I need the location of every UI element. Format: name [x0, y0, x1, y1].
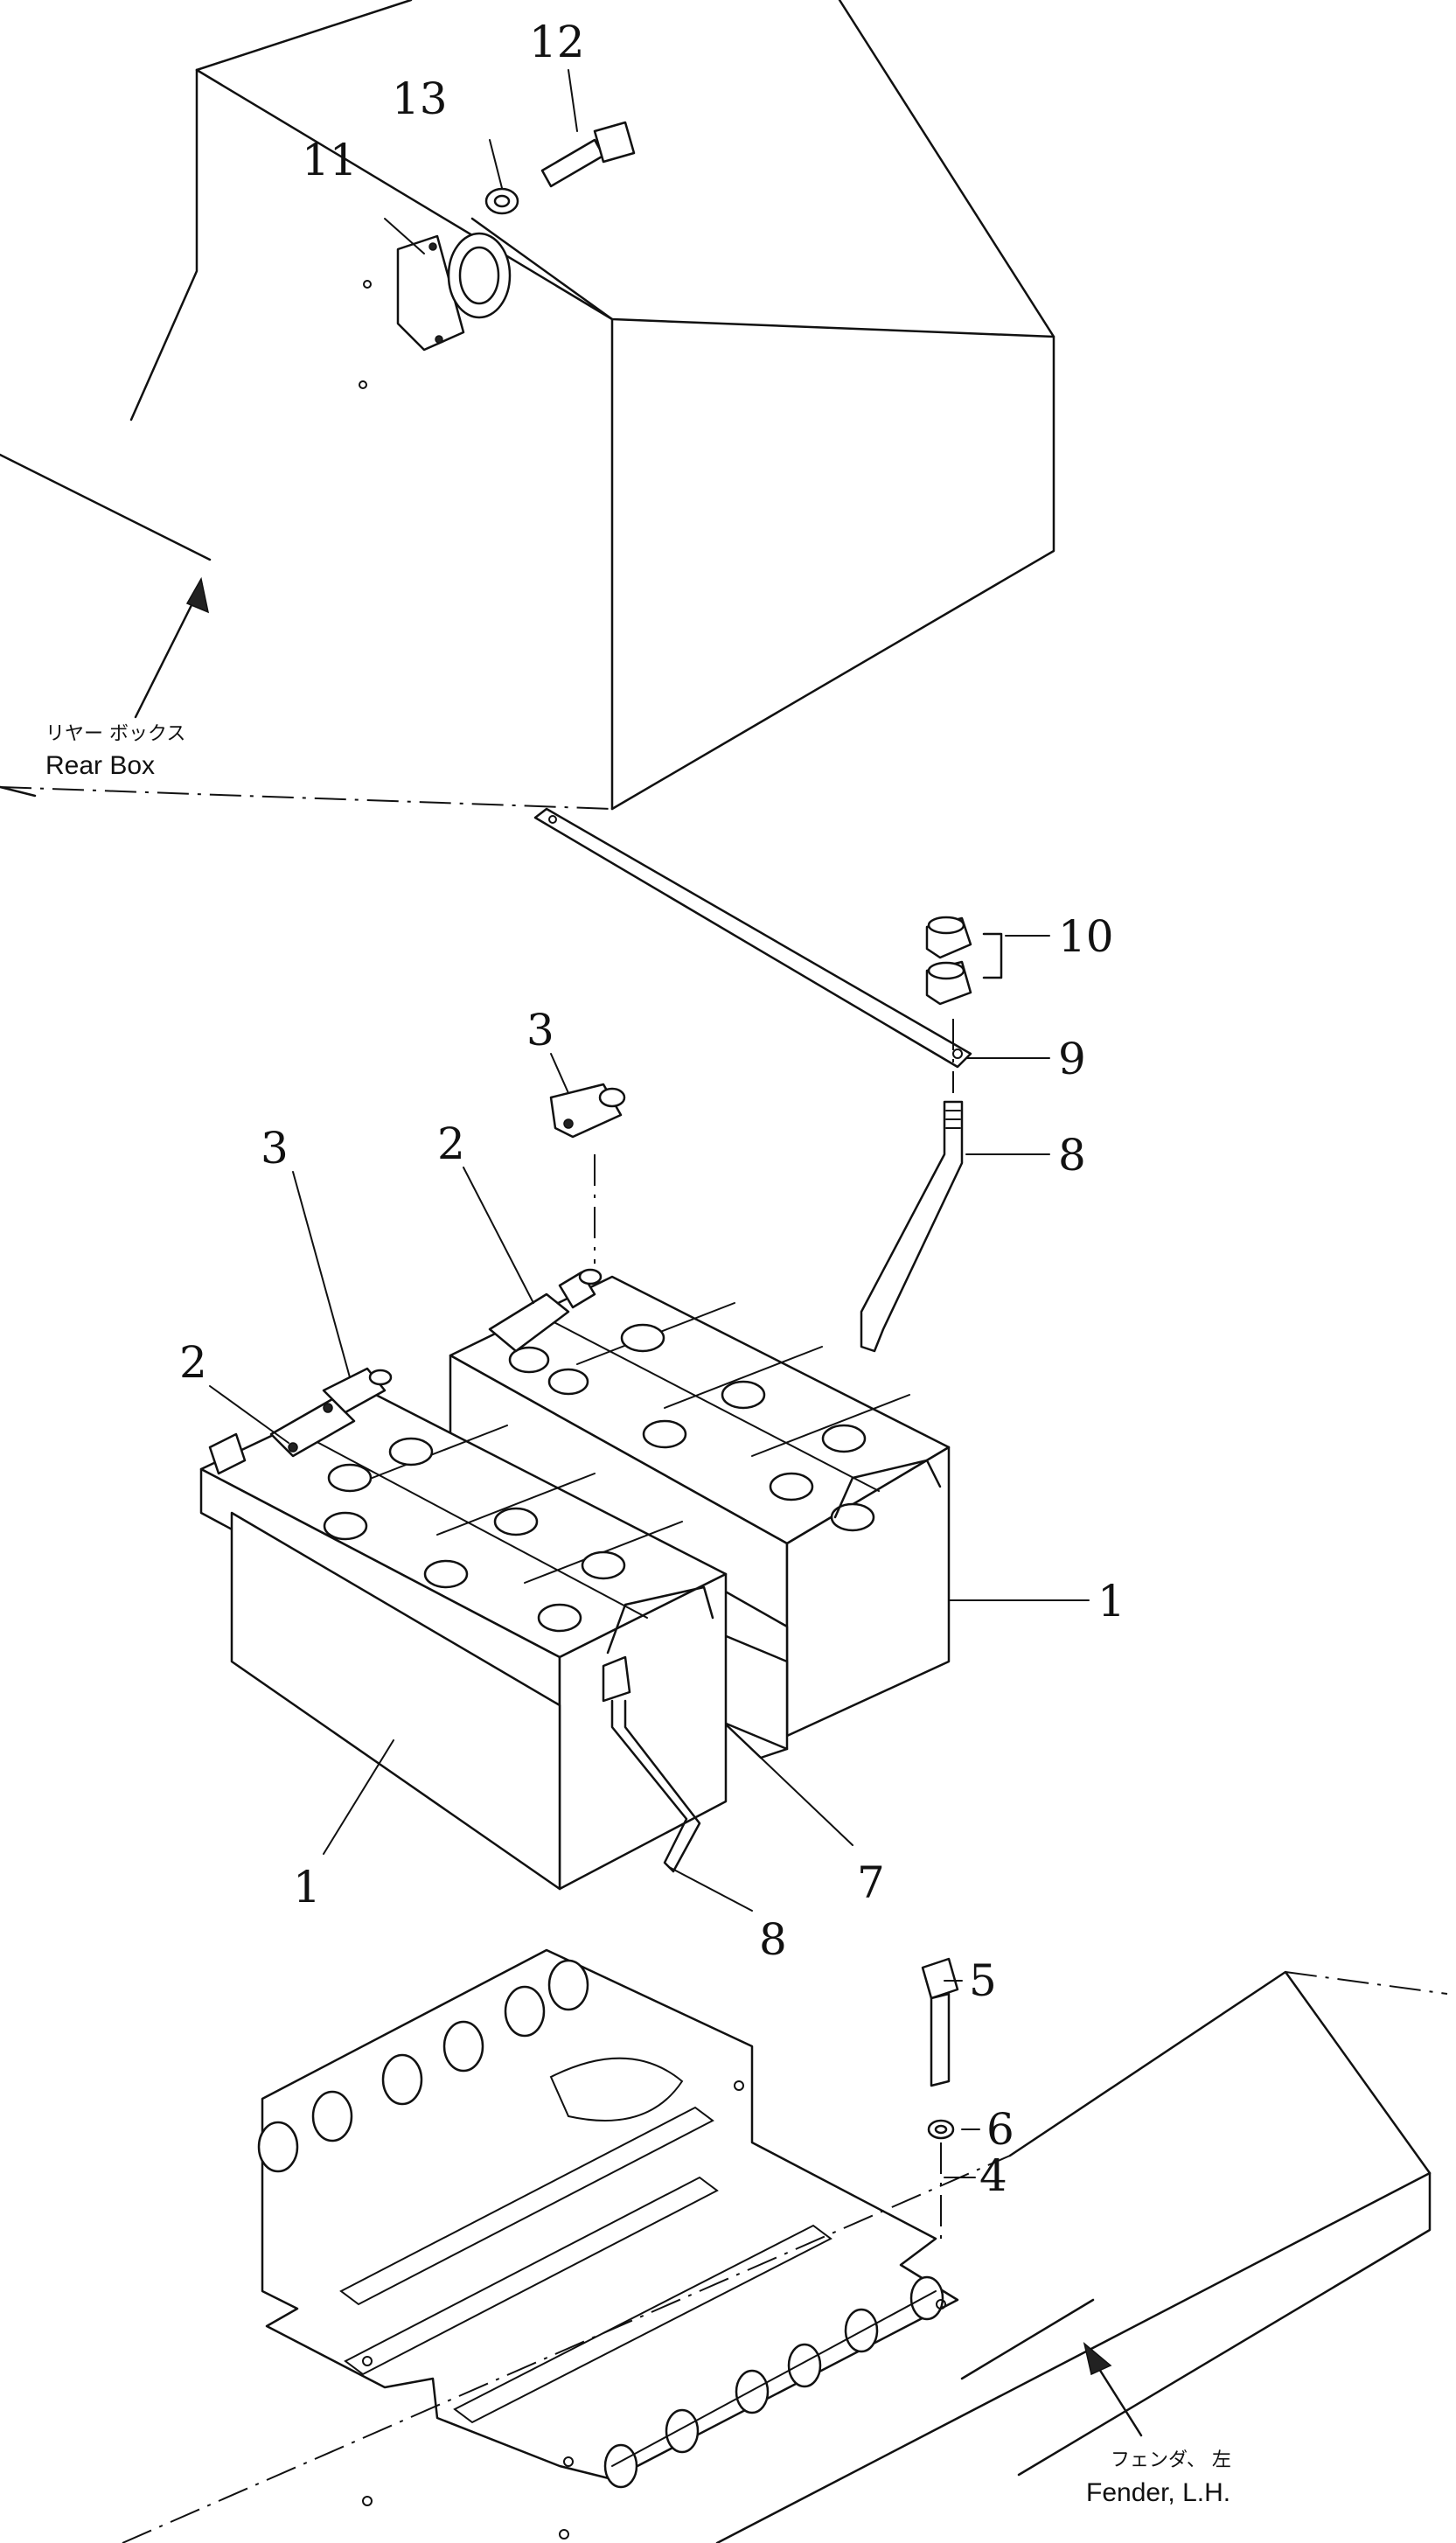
battery-tray [257, 1948, 959, 2489]
rear-box-label-jp: リヤー ボックス [45, 723, 185, 745]
bolt-and-washer [921, 1957, 959, 2310]
callout-1-left: 1 [293, 1862, 321, 1912]
callout-9: 9 [1058, 1034, 1086, 1084]
fender-label-en: Fender, L.H. [1086, 2478, 1230, 2507]
callout-7: 7 [857, 1857, 885, 1908]
nut-pair [925, 916, 1003, 1006]
fender-lh [122, 1970, 1448, 2543]
callout-3-upper: 3 [526, 1005, 554, 1056]
callout-8-lower: 8 [759, 1914, 787, 1965]
callout-8-upper: 8 [1058, 1130, 1086, 1181]
rod-right [860, 1019, 964, 1353]
callout-3-lower: 3 [261, 1123, 289, 1174]
battery-left [199, 1367, 728, 1891]
callout-2-upper: 2 [437, 1118, 465, 1169]
spacer-plate [722, 1634, 789, 1759]
callout-12: 12 [529, 17, 585, 67]
rear-box [0, 0, 1055, 811]
callout-13: 13 [392, 73, 448, 124]
callout-11: 11 [302, 135, 358, 185]
leader-lines [209, 69, 1090, 2178]
hold-down-bar [533, 807, 972, 1069]
callout-6: 6 [986, 2104, 1014, 2155]
cable-clamp-upper [549, 1083, 626, 1139]
callout-2-lower: 2 [179, 1337, 207, 1388]
rear-box-label-en: Rear Box [45, 751, 155, 780]
fender-arrow [1083, 2342, 1143, 2437]
callout-10: 10 [1058, 911, 1114, 962]
callout-4: 4 [979, 2150, 1007, 2201]
callout-5: 5 [969, 1955, 997, 2006]
fender-label-jp: フェンダ、 左 [1111, 2449, 1231, 2471]
rear-box-arrow [134, 576, 210, 719]
callout-1-right: 1 [1097, 1576, 1125, 1627]
